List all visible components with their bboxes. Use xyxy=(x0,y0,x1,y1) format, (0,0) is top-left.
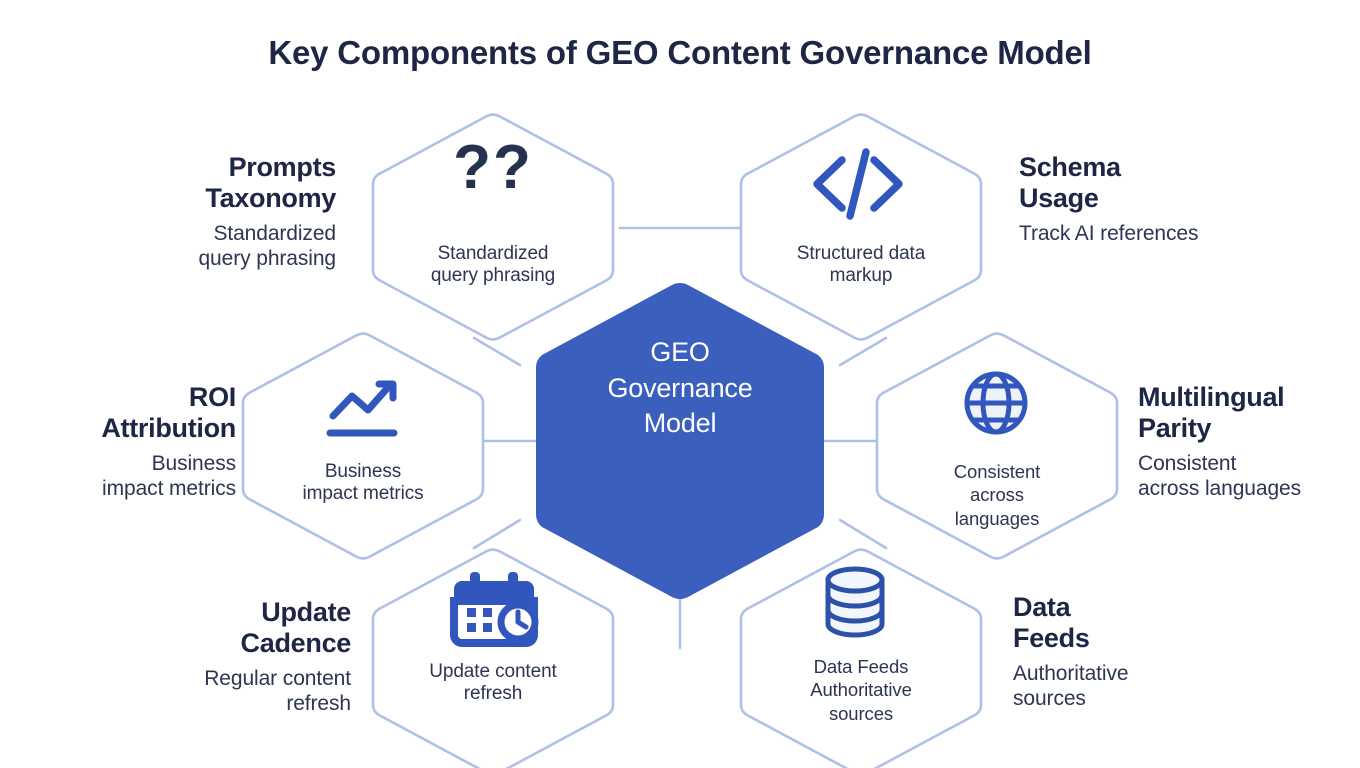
trending-up-chart-icon xyxy=(326,380,398,437)
hexagon-update-content-refresh[interactable] xyxy=(371,548,615,768)
hexagon-data-feeds[interactable] xyxy=(739,548,983,768)
connector-upper-left xyxy=(472,336,522,367)
hexagon-consistent-across-languages[interactable] xyxy=(875,332,1119,560)
center-line-3: Model xyxy=(643,408,717,439)
hexagon-center-geo-governance[interactable] xyxy=(535,283,825,599)
hexagon-structured-data-markup[interactable] xyxy=(739,113,983,341)
connector-upper-right xyxy=(838,336,888,367)
label-subtitle: Track AI references xyxy=(1019,222,1199,246)
hexagon-business-impact-metrics[interactable] xyxy=(241,332,485,560)
calendar-clock-icon xyxy=(450,572,539,647)
connector-lines xyxy=(472,226,888,650)
center-line-2: Governance xyxy=(607,372,753,403)
globe-icon xyxy=(964,371,1028,435)
center-hexagon-label: GEO Governance Model xyxy=(560,335,800,442)
database-icon xyxy=(825,566,885,638)
connector-lower-left xyxy=(472,518,522,550)
center-line-1: GEO xyxy=(650,337,710,367)
hexagon-standardized-query-phrasing[interactable] xyxy=(371,113,615,341)
code-brackets-icon xyxy=(813,148,903,220)
svg-text:??: ?? xyxy=(453,133,533,202)
connector-lower-right xyxy=(838,518,888,550)
question-marks-icon: ?? xyxy=(453,133,533,202)
page-title: Key Components of GEO Content Governance… xyxy=(268,34,1092,71)
